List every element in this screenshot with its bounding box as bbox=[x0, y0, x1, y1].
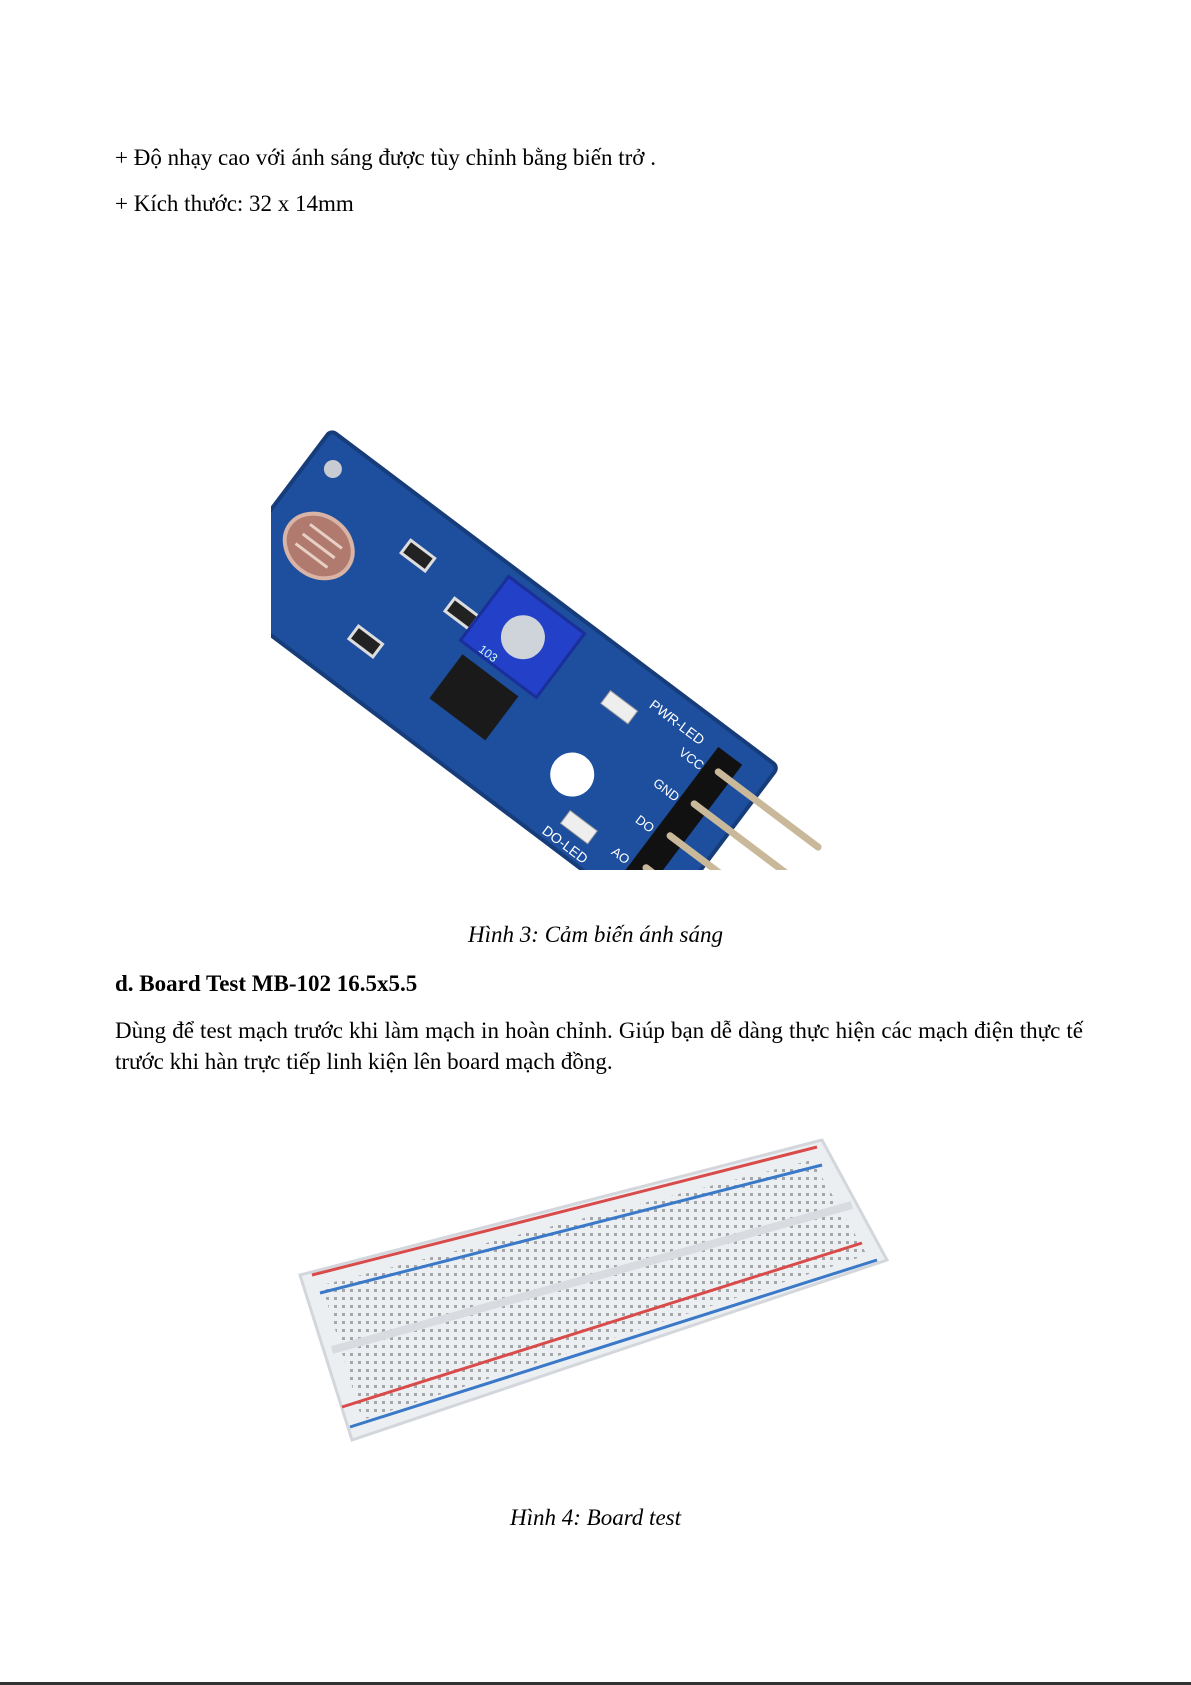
figure-4-caption: Hình 4: Board test bbox=[510, 1505, 681, 1530]
breadboard-image bbox=[298, 1138, 890, 1442]
bullet-sensitivity: + Độ nhạy cao với ánh sáng được tùy chỉn… bbox=[115, 145, 656, 170]
figure-3-caption: Hình 3: Cảm biến ánh sáng bbox=[468, 922, 723, 947]
page-bottom-border bbox=[0, 1682, 1191, 1685]
light-sensor-module-image: 103 PWR-LED DO-LED AO DO GND VCC bbox=[271, 430, 822, 870]
bullet-size: + Kích thước: 32 x 14mm bbox=[115, 191, 354, 216]
section-d-heading: d. Board Test MB-102 16.5x5.5 bbox=[115, 971, 418, 996]
section-d-paragraph: Dùng để test mạch trước khi làm mạch in … bbox=[115, 1018, 1083, 1074]
